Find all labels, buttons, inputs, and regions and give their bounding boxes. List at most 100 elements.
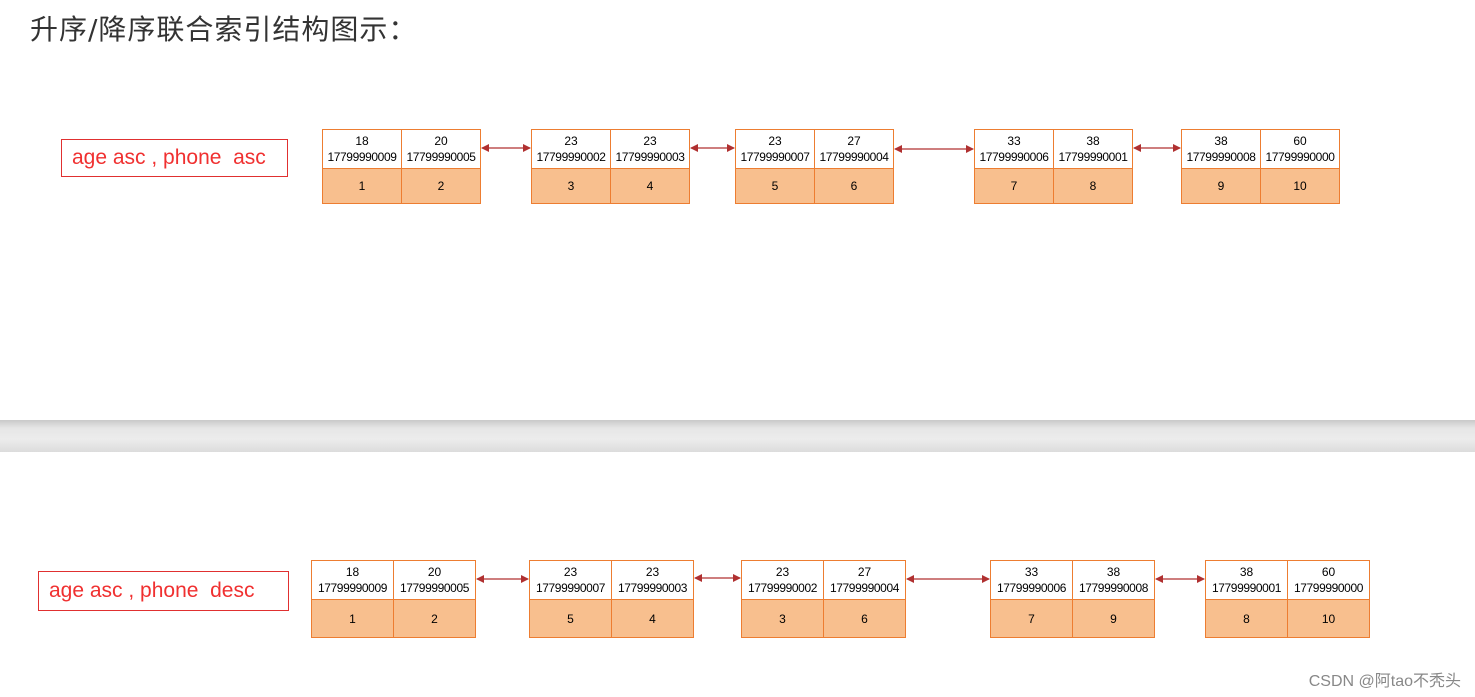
key-phone: 17799990000 bbox=[1293, 581, 1363, 595]
key-age: 38 bbox=[1214, 134, 1228, 148]
key-phone: 17799990007 bbox=[740, 150, 810, 164]
index-entry: 38 17799990008 9 bbox=[1181, 129, 1261, 204]
index-entry: 23 17799990003 4 bbox=[611, 560, 694, 638]
primary-key: 8 bbox=[1206, 600, 1287, 637]
primary-key: 6 bbox=[815, 169, 893, 203]
primary-key: 5 bbox=[530, 600, 611, 637]
primary-key: 4 bbox=[611, 169, 689, 203]
primary-key: 1 bbox=[323, 169, 401, 203]
key-age: 23 bbox=[643, 134, 657, 148]
index-entry: 38 17799990001 8 bbox=[1205, 560, 1288, 638]
index-entry: 20 17799990005 2 bbox=[401, 129, 481, 204]
primary-key: 2 bbox=[394, 600, 475, 637]
primary-key: 7 bbox=[991, 600, 1072, 637]
key-age: 38 bbox=[1239, 565, 1254, 579]
index-key: 38 17799990008 bbox=[1182, 130, 1260, 169]
index-key: 20 17799990005 bbox=[394, 561, 475, 600]
key-age: 23 bbox=[768, 134, 782, 148]
index-key: 60 17799990000 bbox=[1288, 561, 1369, 600]
index-entry: 23 17799990003 4 bbox=[610, 129, 690, 204]
primary-key: 5 bbox=[736, 169, 814, 203]
key-phone: 17799990008 bbox=[1186, 150, 1256, 164]
index-entry: 27 17799990004 6 bbox=[814, 129, 894, 204]
key-phone: 17799990009 bbox=[327, 150, 397, 164]
index-entry: 23 17799990007 5 bbox=[529, 560, 612, 638]
key-phone: 17799990009 bbox=[317, 581, 387, 595]
primary-key: 10 bbox=[1261, 169, 1339, 203]
page-title: 升序/降序联合索引结构图示： bbox=[30, 13, 418, 46]
index-key: 18 17799990009 bbox=[312, 561, 393, 600]
leaf-page: 23 17799990007 5 27 17799990004 6 bbox=[735, 129, 894, 204]
key-phone: 17799990003 bbox=[615, 150, 685, 164]
primary-key: 8 bbox=[1054, 169, 1132, 203]
key-phone: 17799990004 bbox=[819, 150, 889, 164]
section-divider bbox=[0, 420, 1475, 452]
index-order-label: age asc , phone asc bbox=[61, 139, 288, 177]
key-age: 38 bbox=[1086, 134, 1100, 148]
key-age: 18 bbox=[355, 134, 369, 148]
key-age: 60 bbox=[1293, 134, 1307, 148]
key-age: 33 bbox=[1007, 134, 1021, 148]
primary-key: 9 bbox=[1073, 600, 1154, 637]
primary-key: 9 bbox=[1182, 169, 1260, 203]
diagram-asc-asc: age asc , phone asc 18 17799990009 1 20 1779… bbox=[61, 129, 1340, 204]
primary-key: 7 bbox=[975, 169, 1053, 203]
key-age: 23 bbox=[563, 565, 578, 579]
key-age: 38 bbox=[1106, 565, 1121, 579]
leaf-page: 18 17799990009 1 20 17799990005 2 bbox=[322, 129, 481, 204]
key-phone: 17799990005 bbox=[399, 581, 469, 595]
index-key: 27 17799990004 bbox=[815, 130, 893, 169]
key-phone: 17799990006 bbox=[996, 581, 1066, 595]
key-phone: 17799990006 bbox=[979, 150, 1049, 164]
index-entry: 18 17799990009 1 bbox=[322, 129, 402, 204]
key-age: 20 bbox=[434, 134, 448, 148]
index-key: 38 17799990001 bbox=[1206, 561, 1287, 600]
index-entry: 33 17799990006 7 bbox=[974, 129, 1054, 204]
primary-key: 4 bbox=[612, 600, 693, 637]
key-age: 23 bbox=[645, 565, 660, 579]
key-age: 18 bbox=[345, 565, 360, 579]
key-phone: 17799990001 bbox=[1211, 581, 1281, 595]
leaf-page: 23 17799990007 5 23 17799990003 4 bbox=[529, 560, 694, 638]
key-phone: 17799990003 bbox=[617, 581, 687, 595]
index-key: 23 17799990003 bbox=[612, 561, 693, 600]
index-entry: 27 17799990004 6 bbox=[823, 560, 906, 638]
primary-key: 2 bbox=[402, 169, 480, 203]
key-age: 20 bbox=[427, 565, 442, 579]
index-key: 18 17799990009 bbox=[323, 130, 401, 169]
key-age: 60 bbox=[1321, 565, 1336, 579]
primary-key: 3 bbox=[742, 600, 823, 637]
key-phone: 17799990004 bbox=[829, 581, 899, 595]
index-entry: 23 17799990007 5 bbox=[735, 129, 815, 204]
key-phone: 17799990005 bbox=[406, 150, 476, 164]
key-phone: 17799990002 bbox=[747, 581, 817, 595]
key-age: 27 bbox=[857, 565, 872, 579]
index-entry: 20 17799990005 2 bbox=[393, 560, 476, 638]
key-age: 23 bbox=[564, 134, 578, 148]
key-age: 27 bbox=[847, 134, 861, 148]
key-phone: 17799990007 bbox=[535, 581, 605, 595]
index-order-label: age asc , phone desc bbox=[38, 571, 289, 611]
primary-key: 6 bbox=[824, 600, 905, 637]
index-key: 23 17799990003 bbox=[611, 130, 689, 169]
